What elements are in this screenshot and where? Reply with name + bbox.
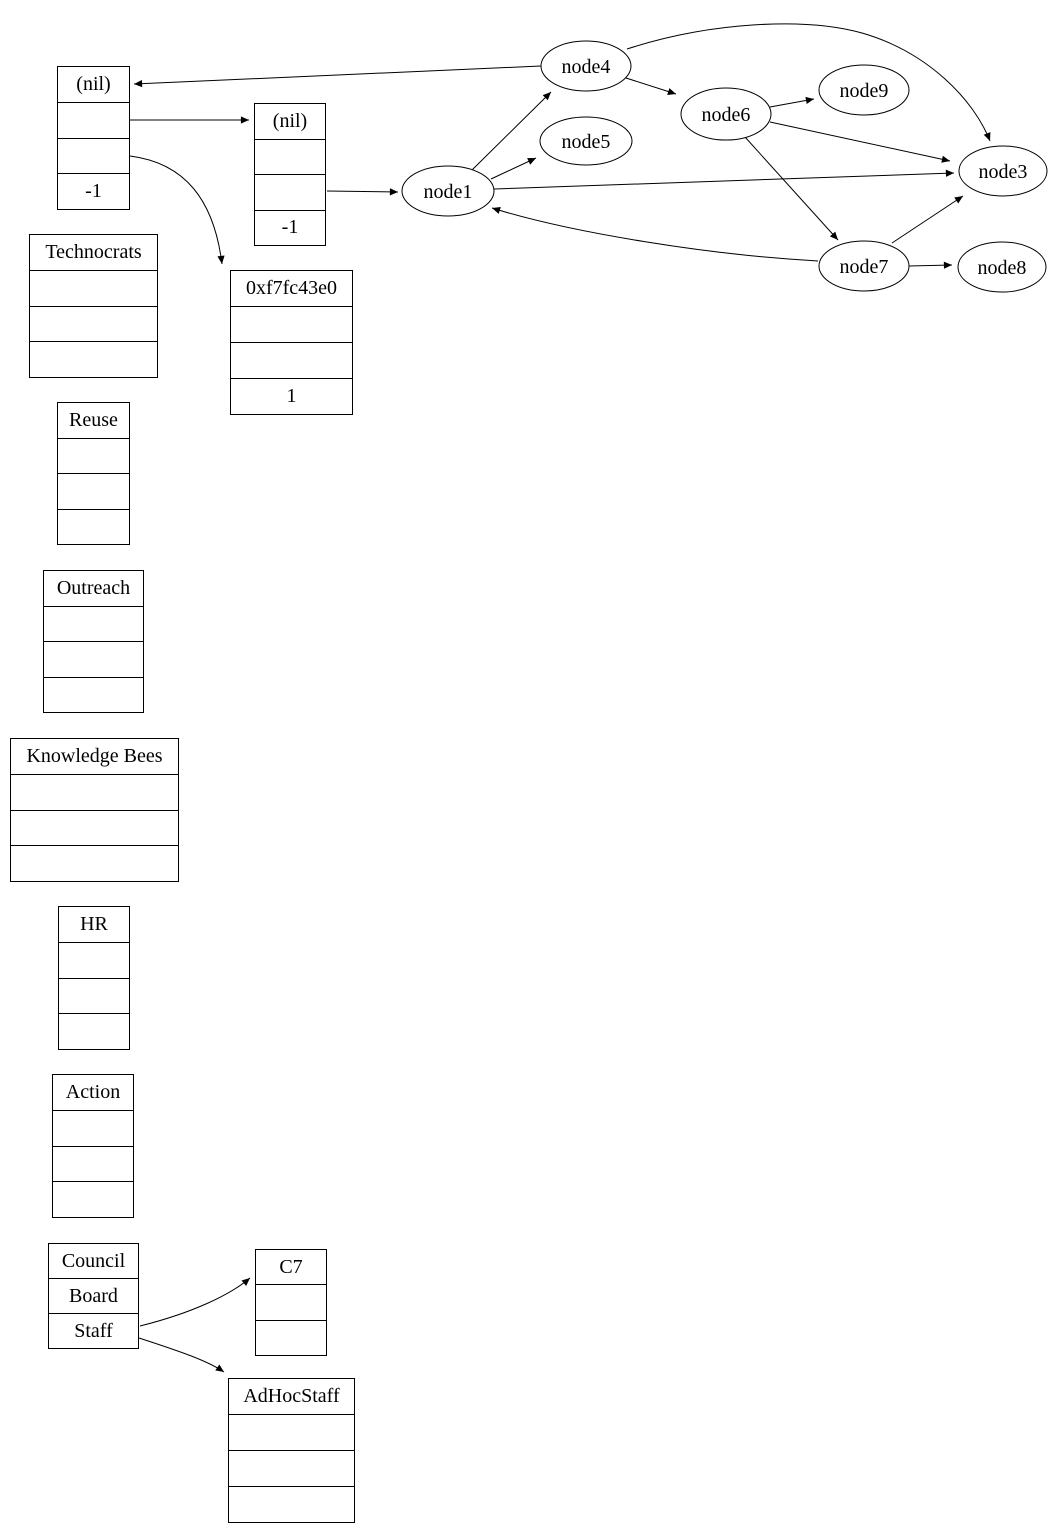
record-cell [44, 676, 143, 713]
edge-node1-to-node4 [469, 91, 552, 173]
graph-node-node1: node1 [401, 165, 495, 217]
edge-council-staff-to-adhocstaff-record [138, 1337, 225, 1373]
record-cell-council: Council [61, 1249, 126, 1272]
record-cell [30, 269, 157, 306]
node7-label: node7 [840, 256, 889, 278]
node1-ellipse [401, 165, 495, 217]
record-cell-value: 1 [231, 378, 352, 414]
edge-council-staff-to-c7-record [139, 1277, 251, 1327]
record-cell [231, 306, 352, 342]
record-cell [44, 641, 143, 677]
record-technocrats: Technocrats [29, 234, 158, 378]
node7-ellipse [818, 240, 910, 292]
record-cell [11, 773, 178, 810]
edge-nil-record-1-to-pointer-record [129, 155, 225, 265]
record-cell-title: Knowledge Bees [26, 744, 163, 767]
record-knowledge-bees: Knowledge Bees [10, 738, 179, 882]
record-cell-title: (nil) [76, 72, 111, 95]
record-cell [256, 1284, 326, 1319]
record-outreach: Outreach [43, 570, 144, 713]
record-cell [256, 1319, 326, 1355]
record-nil-2: (nil) -1 [254, 103, 326, 246]
record-adhocstaff: AdHocStaff [228, 1378, 355, 1523]
record-cell [58, 508, 129, 545]
node6-label: node6 [702, 104, 751, 126]
node8-label: node8 [978, 257, 1027, 279]
record-cell [255, 138, 325, 175]
edge-node6-to-node7 [744, 136, 839, 241]
edge-node7-to-node8 [908, 261, 953, 269]
record-hr: HR [58, 906, 130, 1050]
graph-node-node7: node7 [818, 240, 910, 292]
edge-node4-to-node3 [626, 23, 991, 142]
record-cell [59, 941, 129, 978]
record-cell-title: Action [65, 1080, 121, 1103]
record-cell [231, 342, 352, 378]
record-cell-title: Reuse [69, 408, 118, 431]
edge-node7-to-node1 [491, 206, 819, 262]
record-cell [11, 845, 178, 881]
edge-node4-to-node6 [625, 77, 677, 95]
edge-node1-to-node3 [493, 169, 955, 190]
record-cell [58, 101, 129, 138]
record-cell [30, 305, 157, 342]
node4-ellipse [540, 40, 632, 92]
edge-node6-to-node3 [769, 121, 951, 163]
record-action: Action [52, 1074, 134, 1218]
record-cell-title: Technocrats [45, 240, 142, 263]
record-cell-title: 0xf7fc43e0 [245, 277, 338, 299]
node3-ellipse [958, 145, 1048, 197]
node3-label: node3 [979, 161, 1028, 183]
record-cell-value: -1 [255, 209, 325, 246]
record-cell [58, 137, 129, 174]
record-cell [53, 1109, 133, 1146]
record-cell [255, 174, 325, 210]
graph-node-node8: node8 [957, 241, 1047, 293]
node1-label: node1 [424, 181, 473, 203]
edge-node4-to-nil-record-1 [133, 65, 542, 88]
record-nil-1: (nil) -1 [57, 66, 130, 210]
record-council: Council Board Staff [48, 1243, 139, 1349]
graph-node-node6: node6 [680, 87, 772, 141]
graph-node-node5: node5 [539, 116, 633, 166]
record-pointer-0xf7fc43e0: 0xf7fc43e0 1 [230, 270, 353, 415]
record-reuse: Reuse [57, 402, 130, 545]
record-cell [59, 977, 129, 1014]
graph-node-node3: node3 [958, 145, 1048, 197]
record-cell [58, 437, 129, 474]
record-cell [53, 1181, 133, 1217]
record-cell [53, 1145, 133, 1182]
record-cell-title: AdHocStaff [243, 1385, 340, 1407]
record-cell [58, 473, 129, 509]
node8-ellipse [957, 241, 1047, 293]
edge-node6-to-node9 [769, 96, 815, 108]
record-cell-title: (nil) [272, 109, 308, 132]
node9-ellipse [818, 64, 910, 116]
record-cell-value: -1 [58, 173, 129, 209]
graph-node-node9: node9 [818, 64, 910, 116]
edge-nil-record-2-to-node1 [326, 188, 399, 196]
record-cell-board: Board [49, 1278, 138, 1313]
record-cell [229, 1486, 354, 1522]
record-cell-title: Outreach [56, 576, 131, 599]
record-cell-title: C7 [279, 1255, 303, 1278]
record-cell [30, 341, 157, 377]
record-c7: C7 [255, 1249, 327, 1356]
record-cell [44, 605, 143, 642]
record-cell [229, 1414, 354, 1450]
node5-label: node5 [562, 131, 611, 153]
graph-node-node4: node4 [540, 40, 632, 92]
node5-ellipse [539, 116, 633, 166]
node6-ellipse [680, 87, 772, 141]
edge-node1-to-node5 [490, 157, 537, 180]
record-cell [229, 1450, 354, 1486]
record-cell-staff: Staff [49, 1313, 138, 1348]
edge-node7-to-node3 [891, 195, 964, 244]
record-cell-title: HR [80, 912, 108, 935]
node4-label: node4 [562, 56, 611, 78]
node9-label: node9 [840, 80, 889, 102]
record-cell [11, 809, 178, 846]
record-cell [59, 1013, 129, 1049]
